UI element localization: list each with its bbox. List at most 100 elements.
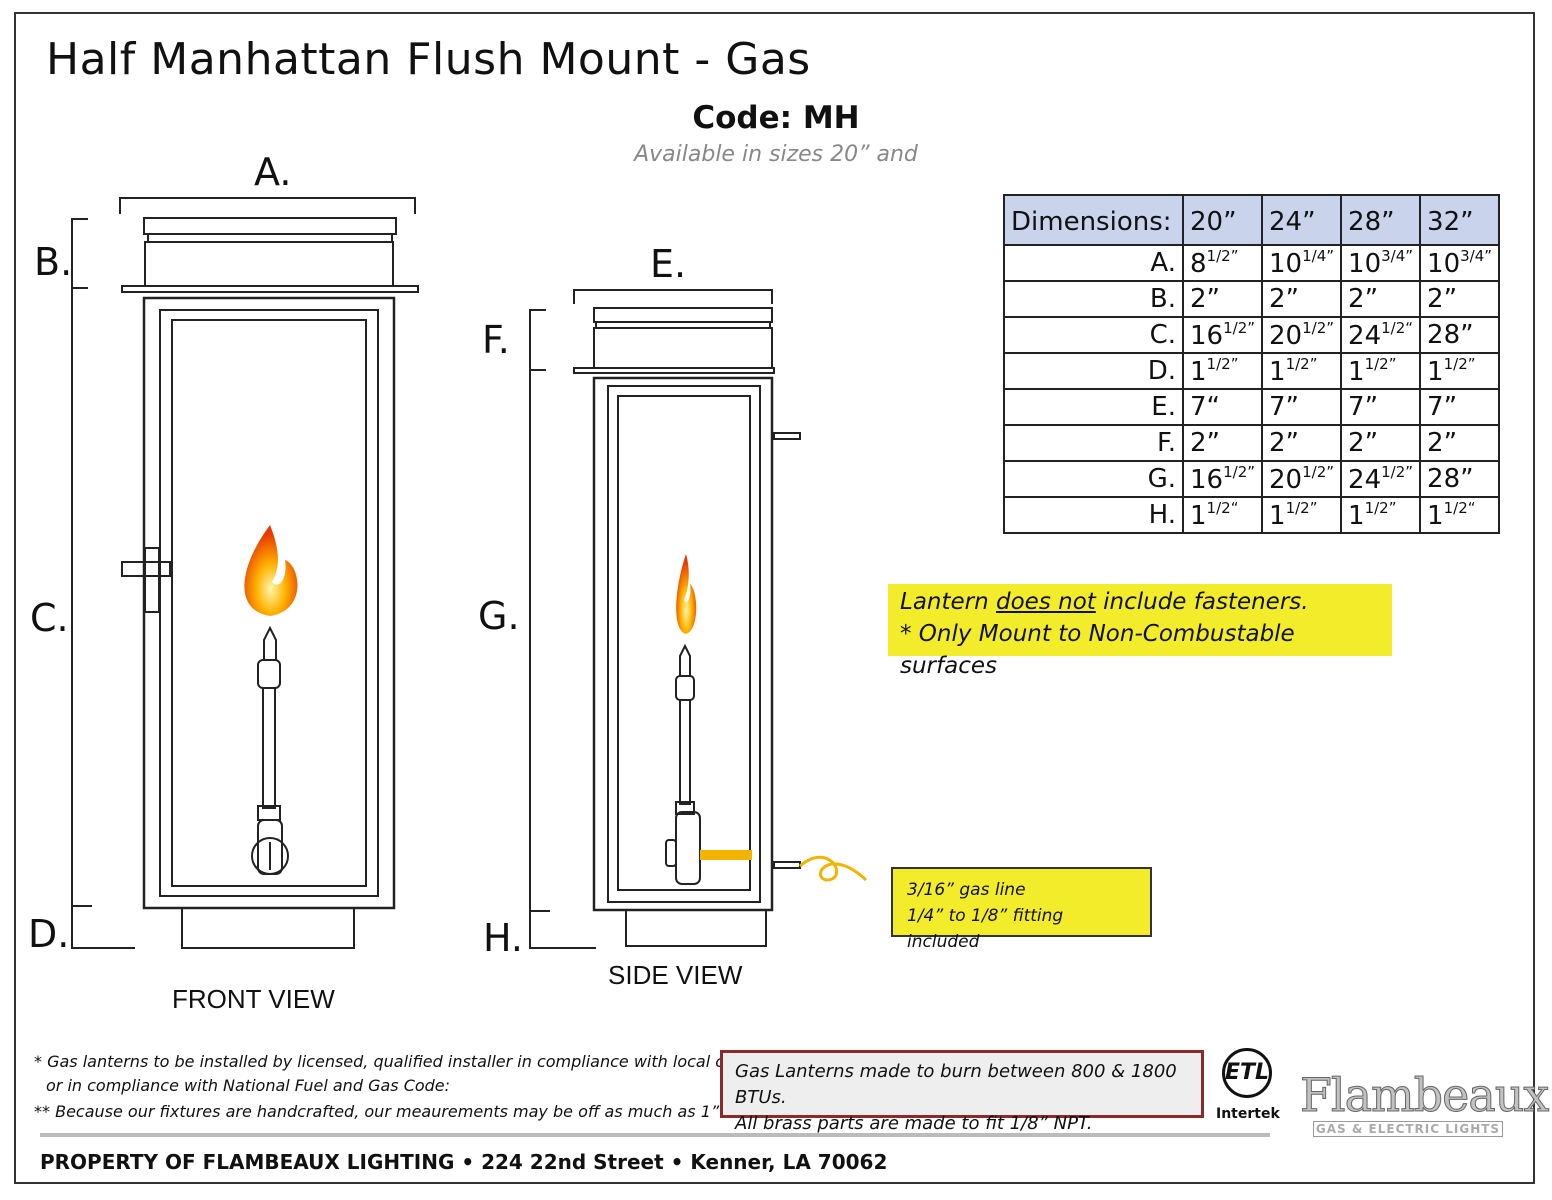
dimension-value: 7” <box>1419 388 1501 426</box>
dimension-fraction: 1/4” <box>1302 247 1335 265</box>
label-h: H. <box>483 916 523 960</box>
dimension-whole: 2” <box>1190 428 1221 458</box>
size-header-4: 32” <box>1419 194 1501 246</box>
row-label: F. <box>1003 424 1184 462</box>
dim-c-line <box>71 288 92 907</box>
dimension-value: 241/2” <box>1340 460 1422 498</box>
table-row: E.7“7”7”7” <box>1003 388 1501 426</box>
dimensions-table: Dimensions:20”24”28”32” A.81/2”101/4”103… <box>1003 194 1501 534</box>
dimension-value: 2” <box>1419 424 1501 462</box>
dimension-value: 81/2” <box>1181 244 1264 282</box>
dimension-value: 161/2” <box>1181 460 1264 498</box>
side-flame <box>676 554 697 634</box>
dimension-whole: 16 <box>1190 465 1224 495</box>
dimension-fraction: 1/2” <box>1302 319 1335 337</box>
dimension-fraction: 1/2” <box>1285 355 1318 373</box>
size-header-3: 28” <box>1340 194 1422 246</box>
row-label: B. <box>1003 280 1184 318</box>
dimension-whole: 7“ <box>1190 392 1221 422</box>
dim-b-bracket <box>71 218 88 289</box>
dimension-value: 201/2” <box>1261 460 1343 498</box>
dimension-value: 11/2“ <box>1419 496 1501 534</box>
side-view-drawing <box>529 289 801 949</box>
dimension-fraction: 1/2” <box>1364 355 1397 373</box>
dimension-value: 2” <box>1261 280 1343 318</box>
footer-rule <box>40 1133 1270 1137</box>
row-label: E. <box>1003 388 1184 426</box>
dim-e-bracket <box>573 289 773 304</box>
page-title: Half Manhattan Flush Mount - Gas <box>46 34 811 85</box>
dimension-whole: 10 <box>1427 249 1461 279</box>
dim-f-bracket <box>529 309 546 371</box>
dimension-value: 11/2” <box>1181 352 1264 390</box>
dimension-fraction: 3/4” <box>1460 247 1493 265</box>
dimension-fraction: 1/2“ <box>1381 319 1414 337</box>
dimension-whole: 8 <box>1190 249 1207 279</box>
row-label: C. <box>1003 316 1184 354</box>
dimension-whole: 2” <box>1427 284 1458 314</box>
side-view-caption: SIDE VIEW <box>608 960 743 990</box>
product-code: Code: MH <box>692 100 860 136</box>
dimension-value: 2” <box>1419 280 1501 318</box>
available-sizes: Available in sizes 20” and <box>634 142 918 167</box>
dimension-value: 7” <box>1340 388 1422 426</box>
dimension-whole: 1 <box>1348 357 1365 387</box>
dimension-value: 2” <box>1340 280 1422 318</box>
dimension-whole: 24 <box>1348 465 1382 495</box>
dimension-value: 101/4” <box>1261 244 1343 282</box>
gas-fitting-size: 1/4” to 1/8” fitting included <box>907 906 1064 952</box>
dimension-whole: 1 <box>1427 357 1444 387</box>
fastener-note-text-end: include fasteners. <box>1095 589 1309 615</box>
dim-h-bracket <box>529 911 596 949</box>
table-row: B.2”2”2”2” <box>1003 280 1501 318</box>
dimension-whole: 28” <box>1427 320 1474 350</box>
label-g: G. <box>478 594 520 638</box>
size-header-2: 24” <box>1261 194 1343 246</box>
label-d: D. <box>28 912 70 956</box>
dimension-value: 201/2” <box>1261 316 1343 354</box>
dimension-whole: 2” <box>1427 428 1458 458</box>
front-view-caption: FRONT VIEW <box>172 984 335 1014</box>
label-b: B. <box>34 240 73 284</box>
dimension-fraction: 1/2” <box>1302 463 1335 481</box>
row-label: D. <box>1003 352 1184 390</box>
dimension-whole: 1 <box>1190 357 1207 387</box>
footnote-1-cont: or in compliance with National Fuel and … <box>46 1076 451 1095</box>
dimension-whole: 20 <box>1269 321 1303 351</box>
dimension-value: 7“ <box>1181 388 1264 426</box>
dimension-fraction: 3/4” <box>1381 247 1414 265</box>
label-a: A. <box>254 150 292 194</box>
brass-fitting: All brass parts are made to fit 1/8” NPT… <box>735 1113 1093 1134</box>
dimension-fraction: 1/2“ <box>1206 499 1239 517</box>
dimension-value: 28” <box>1419 460 1501 498</box>
dimension-whole: 1 <box>1348 501 1365 531</box>
dimension-whole: 24 <box>1348 321 1382 351</box>
dimension-value: 2” <box>1181 280 1264 318</box>
front-flame <box>244 525 298 616</box>
dimension-value: 11/2” <box>1340 496 1422 534</box>
dimension-whole: 2” <box>1348 428 1379 458</box>
label-e: E. <box>650 242 687 286</box>
table-row: A.81/2”101/4”103/4”103/4” <box>1003 244 1501 282</box>
fastener-note: Lantern does not include fasteners. * On… <box>888 584 1392 679</box>
footnote-1: * Gas lanterns to be installed by licens… <box>34 1052 768 1071</box>
dimension-whole: 10 <box>1269 249 1303 279</box>
etl-listed-icon: ETL <box>1222 1048 1272 1098</box>
dimension-fraction: 1/2” <box>1443 355 1476 373</box>
intertek-label: Intertek <box>1216 1106 1280 1122</box>
row-label: G. <box>1003 460 1184 498</box>
dimension-value: 11/2” <box>1340 352 1422 390</box>
table-row: D.11/2”11/2”11/2”11/2” <box>1003 352 1501 390</box>
dimension-value: 2” <box>1340 424 1422 462</box>
dimension-value: 11/2” <box>1419 352 1501 390</box>
dimension-whole: 1 <box>1190 501 1207 531</box>
flambeaux-tagline: GAS & ELECTRIC LIGHTS <box>1313 1121 1503 1137</box>
dimension-fraction: 1/2” <box>1381 463 1414 481</box>
dimension-value: 11/2” <box>1261 496 1343 534</box>
btu-note: Gas Lanterns made to burn between 800 & … <box>720 1050 1204 1134</box>
table-row: H.11/2“11/2”11/2”11/2“ <box>1003 496 1501 534</box>
dimension-whole: 16 <box>1190 321 1224 351</box>
dimension-fraction: 1/2” <box>1223 463 1256 481</box>
dimension-value: 28” <box>1419 316 1501 354</box>
size-header-1: 20” <box>1181 194 1264 246</box>
